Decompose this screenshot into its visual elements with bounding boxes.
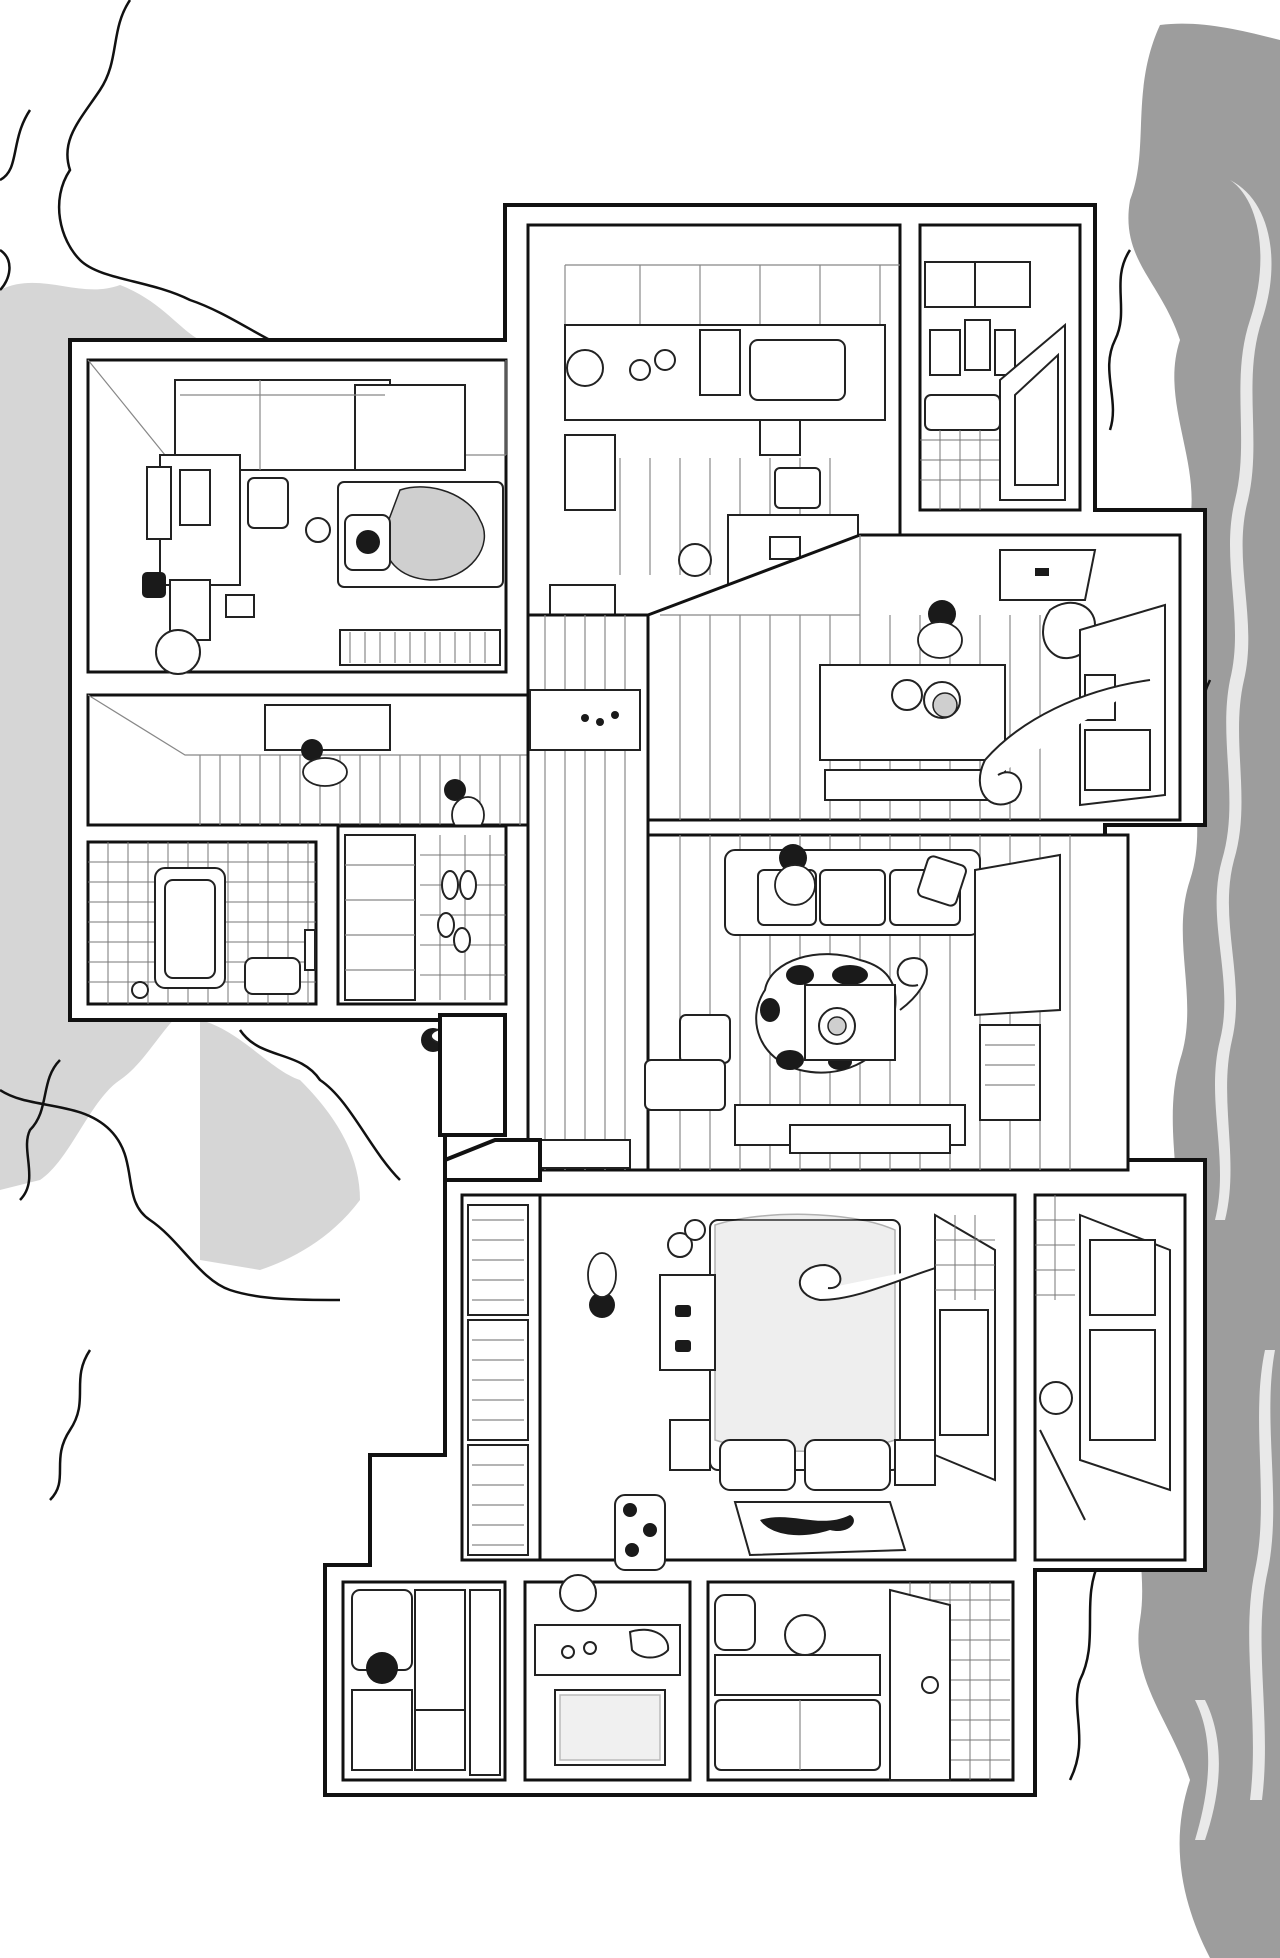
dining-person-head bbox=[928, 600, 956, 628]
bedroom-1-chair bbox=[247, 477, 289, 529]
kitchen-grate bbox=[759, 419, 801, 456]
bedroom-1-bag bbox=[142, 572, 166, 598]
bedroom-2-slippers-mat bbox=[659, 1274, 716, 1371]
living-swirl bbox=[896, 957, 928, 1011]
washroom-bath-mat bbox=[554, 1689, 666, 1766]
living-chair bbox=[679, 1014, 731, 1064]
balcony-2-bucket bbox=[1039, 1381, 1073, 1415]
central-corridor bbox=[421, 613, 650, 1172]
dining-plate bbox=[891, 679, 923, 711]
washroom-towel bbox=[628, 1628, 670, 1659]
dining-bench bbox=[824, 769, 1006, 801]
bedroom-2-person-head bbox=[589, 1292, 615, 1318]
bedroom-1-person-head bbox=[356, 530, 380, 554]
hallway-hatch bbox=[264, 704, 391, 751]
bedroom-2-ottoman bbox=[614, 1494, 666, 1571]
background-tree-outlines-left bbox=[0, 0, 401, 1501]
bathroom-2-bathtub bbox=[714, 1699, 881, 1771]
bedroom-2-disc-1 bbox=[667, 1232, 693, 1258]
bedroom-1-monitor bbox=[146, 466, 172, 540]
bathroom-1-toilet bbox=[244, 957, 301, 995]
dining-fruit-bowl bbox=[932, 692, 958, 718]
bathroom-2-sink bbox=[784, 1614, 826, 1656]
kitchen-dish-rack bbox=[699, 329, 741, 396]
balcony-2 bbox=[1033, 1193, 1187, 1562]
bathroom-1 bbox=[86, 840, 318, 1006]
bedroom-2-swirl bbox=[799, 1254, 991, 1302]
pantry-window bbox=[924, 261, 976, 308]
bedroom-2-pillow-2 bbox=[804, 1439, 891, 1491]
living-dice-cushion bbox=[917, 855, 967, 907]
washroom bbox=[523, 1574, 692, 1782]
bedroom-1 bbox=[86, 358, 508, 675]
living-room bbox=[644, 833, 1130, 1172]
kitchen-trash-bin bbox=[678, 543, 712, 577]
bedroom-2-pillow-1 bbox=[719, 1439, 796, 1491]
bedroom-2-nightstand bbox=[894, 1439, 936, 1486]
dining-steam-swirl bbox=[978, 679, 1151, 806]
kitchen-stove bbox=[564, 434, 616, 511]
hallway-person-2-head bbox=[444, 779, 466, 801]
bedroom-1-keyboard bbox=[179, 469, 211, 526]
hallway-person-1-head bbox=[301, 739, 323, 761]
pantry-sink bbox=[924, 394, 1001, 431]
dining-table bbox=[819, 664, 1006, 761]
closet-rail-3 bbox=[467, 1444, 529, 1556]
bedroom-1-cushion bbox=[155, 629, 201, 675]
bedroom-2 bbox=[538, 1193, 1017, 1571]
kitchen-cutting-board bbox=[769, 536, 801, 560]
side-blocks bbox=[438, 1013, 542, 1182]
bathroom-2-toilet bbox=[714, 1594, 756, 1651]
pantry-tiles bbox=[920, 430, 1000, 510]
bathroom-2-drain bbox=[921, 1676, 939, 1694]
dining-area bbox=[646, 533, 1182, 822]
entrance-shoe-cabinet bbox=[344, 834, 416, 1001]
laundry bbox=[341, 1580, 507, 1782]
bathroom-2-sink-counter bbox=[714, 1654, 881, 1696]
bedroom-1-clothes-rack bbox=[339, 629, 501, 666]
closet bbox=[460, 1193, 542, 1562]
living-glass-door bbox=[974, 853, 1061, 1017]
entrance-slipper bbox=[441, 870, 459, 900]
bathroom-2 bbox=[706, 1580, 1015, 1782]
laundry-cabinet bbox=[351, 1689, 413, 1771]
kitchen-pot bbox=[566, 349, 604, 387]
kitchen-sink bbox=[749, 339, 846, 401]
bedroom-2-lamp bbox=[669, 1419, 711, 1471]
corridor-floor-hatch bbox=[534, 1139, 631, 1169]
kitchen-stool bbox=[774, 467, 821, 509]
entrance bbox=[336, 824, 508, 1006]
living-shelf bbox=[979, 1024, 1041, 1121]
hallway bbox=[86, 693, 535, 834]
pantry bbox=[918, 223, 1082, 512]
laundry-machine-door bbox=[366, 1652, 398, 1684]
bathroom-2-shower-door bbox=[889, 1588, 951, 1781]
background-river bbox=[1128, 23, 1280, 1958]
laundry-shelf bbox=[414, 1589, 466, 1711]
